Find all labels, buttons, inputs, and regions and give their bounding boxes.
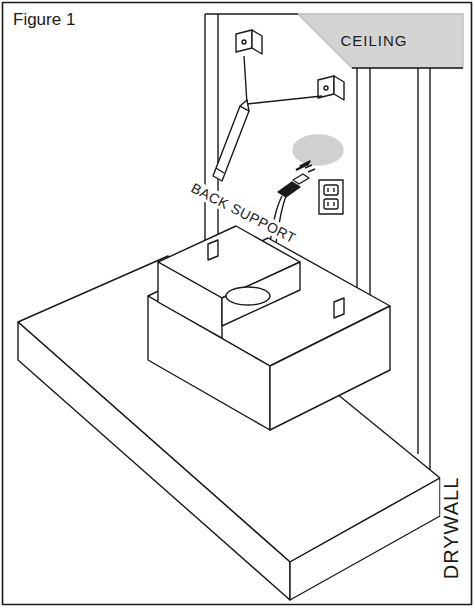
power-outlet	[319, 180, 343, 214]
range-hood	[148, 226, 390, 430]
figure-frame	[3, 3, 472, 605]
stud-edge	[217, 14, 218, 255]
stud-edge	[356, 68, 357, 312]
figure-title: Figure 1	[13, 11, 75, 28]
drywall-edge	[417, 68, 418, 454]
ceiling-band	[298, 14, 463, 68]
stud-edge	[369, 68, 370, 306]
ceiling-edge	[352, 67, 463, 68]
duct-hole	[293, 135, 343, 165]
wall-top-edge	[205, 13, 298, 14]
drywall-label: DRYWALL	[440, 475, 462, 582]
stud-edge	[204, 14, 205, 262]
ceiling-label: CEILING	[338, 32, 409, 49]
mounting-bracket	[236, 30, 344, 100]
power-plug	[278, 161, 315, 197]
drywall-edge	[429, 68, 430, 470]
